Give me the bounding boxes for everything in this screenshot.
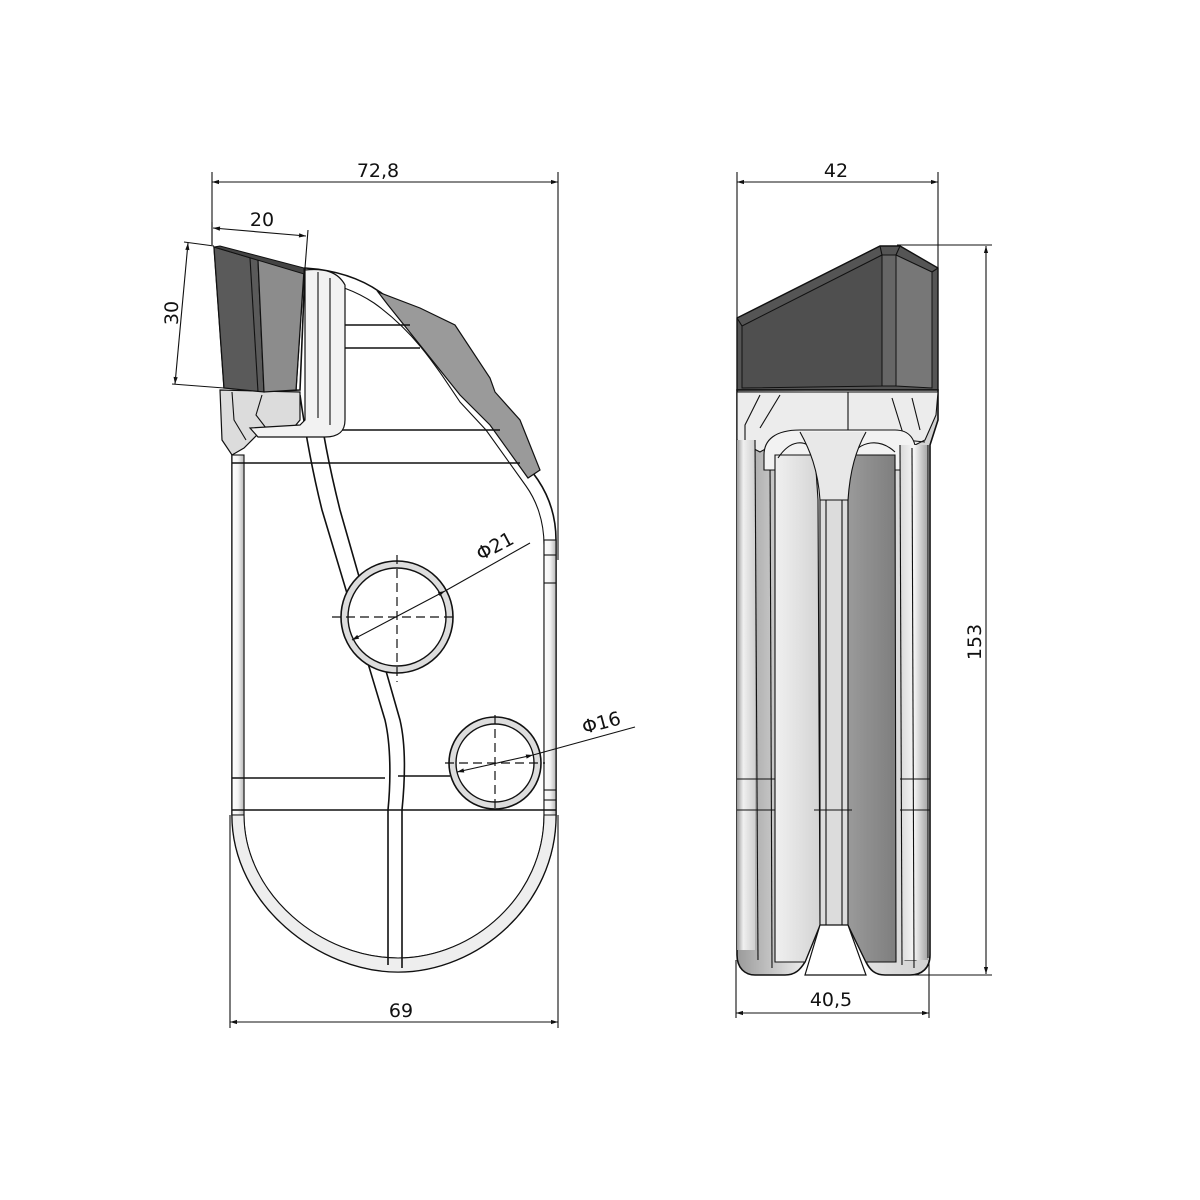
dim-side-top-width: 42 [736, 160, 939, 318]
dim-label-side-base-width: 40,5 [810, 989, 852, 1011]
front-shoulder-face [376, 290, 541, 479]
front-neck [219, 268, 346, 456]
side-body [736, 389, 939, 976]
dim-label-tip-width: 20 [250, 209, 274, 231]
dim-label-base-width: 69 [389, 1000, 413, 1022]
dim-label-large-hole: Φ21 [473, 528, 518, 566]
dim-base-width: 69 [229, 815, 559, 1028]
front-body-outline [231, 267, 557, 973]
dim-label-side-top-width: 42 [824, 160, 848, 182]
dim-tip-width: 20 [211, 209, 309, 269]
dim-tip-height: 30 [161, 241, 225, 389]
front-view: 72,8 20 30 Φ21 Φ16 69 [161, 160, 636, 1028]
side-view: 42 153 40,5 [735, 160, 992, 1018]
front-inner-rib [299, 394, 406, 968]
dim-label-side-height: 153 [964, 624, 986, 660]
front-carbide-tip [213, 245, 305, 393]
dim-label-overall-width: 72,8 [357, 160, 399, 182]
dim-side-base-width: 40,5 [735, 960, 930, 1018]
large-hole [332, 555, 458, 682]
dim-side-height: 153 [897, 244, 992, 976]
dim-overall-width: 72,8 [211, 160, 559, 560]
dim-label-small-hole: Φ16 [580, 708, 624, 739]
dim-label-tip-height: 30 [161, 301, 183, 325]
side-carbide-tip [736, 245, 939, 391]
